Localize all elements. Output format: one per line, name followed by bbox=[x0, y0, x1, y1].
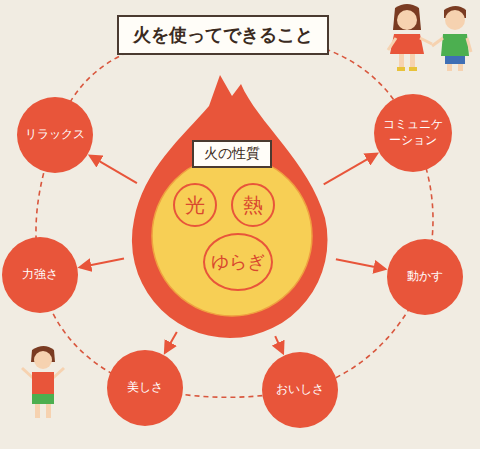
flame-shape: 火の性質光 熱ゆらぎ bbox=[125, 70, 335, 338]
arrow-connector bbox=[275, 336, 283, 353]
arrow-connector bbox=[80, 259, 124, 268]
property-text: ゆらぎ bbox=[211, 250, 265, 274]
arrow-connector bbox=[90, 156, 137, 183]
effect-circle: リラックス bbox=[17, 97, 93, 173]
effect-text: 動かす bbox=[407, 269, 443, 285]
effect-circle: 動かす bbox=[387, 239, 463, 315]
property-label: ゆらぎ bbox=[211, 250, 265, 274]
flame-core bbox=[152, 156, 312, 316]
property-label: 光 bbox=[185, 192, 205, 219]
effect-label: おいしさ bbox=[276, 382, 324, 398]
girl-figure bbox=[388, 4, 432, 71]
boy-figure bbox=[432, 6, 471, 71]
property-circle: 光 bbox=[173, 183, 217, 227]
effect-text: おいしさ bbox=[276, 382, 324, 398]
property-text: 熱 bbox=[243, 192, 263, 219]
dashed-ring bbox=[36, 35, 433, 397]
effect-label: コミュニケーション bbox=[383, 117, 443, 148]
property-circle: ゆらぎ bbox=[203, 233, 273, 291]
flame-outline bbox=[125, 70, 335, 338]
effect-label: 美しさ bbox=[127, 380, 163, 396]
effect-circle: 美しさ bbox=[107, 350, 183, 426]
effect-label: リラックス bbox=[25, 127, 85, 143]
property-text: 光 bbox=[185, 192, 205, 219]
arrow-connector bbox=[324, 154, 377, 184]
effect-label: 動かす bbox=[407, 269, 443, 285]
child-figure bbox=[22, 346, 64, 418]
property-heading: 火の性質 bbox=[192, 140, 272, 168]
effect-circle: 力強さ bbox=[2, 237, 78, 313]
flame-body bbox=[132, 75, 328, 338]
effect-text: コミュニケーション bbox=[383, 117, 443, 148]
property-circle: 熱 bbox=[231, 183, 275, 227]
effect-text: リラックス bbox=[25, 127, 85, 143]
title-box: 火を使ってできること bbox=[117, 15, 329, 55]
effect-text: 力強さ bbox=[22, 267, 58, 283]
property-label: 熱 bbox=[243, 192, 263, 219]
effect-label: 力強さ bbox=[22, 267, 58, 283]
effect-circle: コミュニケーション bbox=[374, 94, 452, 172]
effect-circle: おいしさ bbox=[262, 352, 338, 428]
arrow-connector bbox=[336, 259, 385, 269]
effect-text: 美しさ bbox=[127, 380, 163, 396]
arrow-connector bbox=[165, 332, 177, 352]
title-text: 火を使ってできること bbox=[133, 24, 313, 45]
